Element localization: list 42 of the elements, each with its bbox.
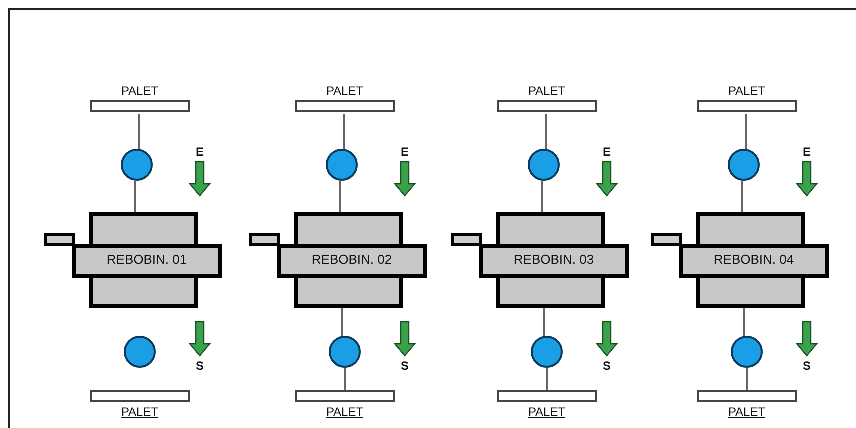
flow-letter: E [602, 145, 612, 159]
connector-line [745, 114, 747, 149]
connector-line [746, 368, 748, 390]
pallet-label: PALET [120, 84, 160, 98]
pallet-label: PALET [727, 84, 767, 98]
pallet-label: PALET [325, 84, 365, 98]
connector-line [741, 181, 743, 212]
pallet-label: PALET [727, 405, 767, 419]
pallet-label: PALET [527, 84, 567, 98]
machine-label: REBOBIN. 01 [106, 253, 188, 267]
connector-line [138, 114, 140, 149]
flow-letter: S [802, 359, 812, 373]
connector-line [343, 114, 345, 149]
flow-letter: S [194, 359, 205, 373]
roller-circle [124, 336, 156, 368]
connector-line [134, 181, 136, 212]
roller-circle [728, 149, 760, 181]
flow-letter: S [400, 359, 410, 373]
connector-line [344, 368, 346, 390]
machine-label: REBOBIN. 02 [310, 253, 394, 267]
machine-label: REBOBIN. 03 [512, 253, 596, 267]
flow-letter: E [194, 145, 205, 159]
connector-line [341, 308, 343, 336]
roller-circle [121, 149, 153, 181]
machine-label: REBOBIN. 04 [712, 253, 796, 267]
connector-line [543, 308, 545, 336]
pallet-label: PALET [120, 405, 160, 419]
roller-circle [326, 149, 358, 181]
connector-line [743, 308, 745, 336]
flow-letter: S [602, 359, 612, 373]
roller-circle [528, 149, 560, 181]
roller-circle [731, 336, 763, 368]
flow-letter: E [400, 145, 410, 159]
connector-line [545, 114, 547, 149]
pallet-label: PALET [325, 405, 365, 419]
roller-circle [531, 336, 563, 368]
connector-line [546, 368, 548, 390]
pallet-label: PALET [527, 405, 567, 419]
roller-circle [329, 336, 361, 368]
connector-line [541, 181, 543, 212]
connector-line [339, 181, 341, 212]
flow-letter: E [802, 145, 812, 159]
